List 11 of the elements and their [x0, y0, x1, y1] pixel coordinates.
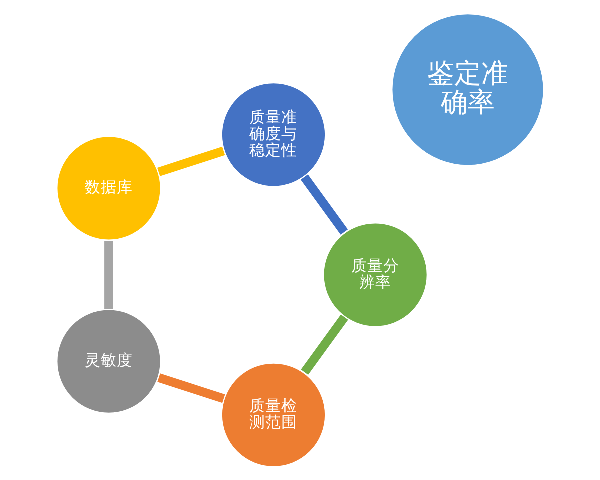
node-circle: 质量检测范围 — [220, 361, 327, 468]
node-circle: 质量准确度与稳定性 — [220, 80, 327, 188]
node-circle: 数据库 — [54, 134, 162, 242]
connector — [157, 146, 225, 176]
node-circle: 鉴定准确率 — [390, 12, 546, 167]
connector — [300, 314, 348, 374]
node-circle: 灵敏度 — [54, 308, 162, 415]
connector — [157, 373, 225, 403]
connector — [104, 240, 113, 309]
connector — [300, 174, 348, 234]
node-circle: 质量分辨率 — [322, 220, 429, 328]
